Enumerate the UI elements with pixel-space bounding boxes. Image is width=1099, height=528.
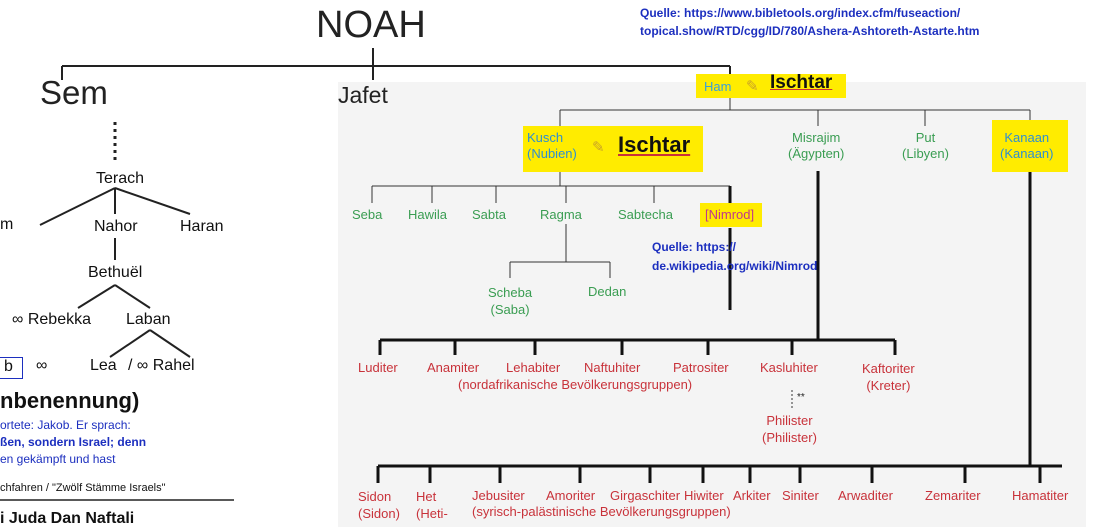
terach-label: Terach: [96, 170, 145, 187]
kanaan-son-het: Het (Heti-: [416, 489, 448, 521]
kusch-son-sabta: Sabta: [472, 207, 506, 222]
nahor-label: Nahor: [94, 218, 138, 235]
jafet-label: Jafet: [338, 82, 388, 108]
jakob-partial-box: b: [0, 357, 23, 379]
misrajim-group-note: (nordafrikanische Bevölkerungsgruppen): [458, 377, 693, 392]
kusch-son-sabtecha: Sabtecha: [618, 207, 673, 222]
misrajim-son-kasluhiter: Kasluhiter: [760, 360, 818, 375]
tribes-row-partial: i Juda Dan Naftali: [0, 510, 135, 527]
misrajim-label: Misrajim (Ägypten): [788, 130, 845, 161]
misrajim-son-luditer: Luditer: [358, 360, 398, 375]
naming-text-3: en gekämpft und hast: [0, 452, 116, 466]
feather-icon: ✎: [746, 78, 759, 95]
kanaan-son-amoriter: Amoriter: [546, 488, 596, 503]
kanaan-son-hiwiter: Hiwiter: [684, 488, 724, 503]
kanaan-son-arkiter: Arkiter: [733, 488, 771, 503]
feather-icon: ✎: [592, 139, 605, 156]
lea-label: Lea: [90, 357, 117, 374]
ragma-son-scheba: Scheba (Saba): [488, 285, 533, 317]
noah-title: NOAH: [316, 4, 426, 46]
nimrod-highlight: [700, 203, 762, 227]
bethuel-label: Bethuël: [88, 264, 143, 281]
philister-label: Philister (Philister): [762, 413, 817, 445]
ham-label: Ham: [704, 79, 732, 94]
kanaan-son-girgaschiter: Girgaschiter: [610, 488, 681, 503]
misrajim-son-naftuhiter: Naftuhiter: [584, 360, 641, 375]
kanaan-son-zemariter: Zemariter: [925, 488, 981, 503]
abram-partial: m: [0, 216, 14, 233]
source-note-nimrod: Quelle: https:// de.wikipedia.org/wiki/N…: [652, 240, 818, 273]
ham-genealogy-panel: [338, 82, 1086, 527]
ham-goddess-label: Ischtar: [770, 72, 833, 93]
rebekka-label: ∞ Rebekka: [12, 311, 91, 328]
kanaan-highlight: [992, 120, 1068, 172]
marriage-symbol: ∞: [36, 357, 48, 374]
misrajim-son-patrositer: Patrositer: [673, 360, 729, 375]
kusch-son-hawila: Hawila: [408, 207, 448, 222]
sem-label: Sem: [40, 74, 108, 111]
ham-highlight: [696, 74, 846, 98]
laban-label: Laban: [126, 311, 171, 328]
kanaan-son-arwaditer: Arwaditer: [838, 488, 893, 503]
kusch-goddess-label: Ischtar: [618, 132, 691, 157]
put-label: Put (Libyen): [902, 130, 949, 161]
kusch-son-seba: Seba: [352, 207, 383, 222]
asterisk-note: **: [797, 392, 805, 403]
ragma-son-dedan: Dedan: [588, 284, 627, 299]
naming-text-2: ßen, sondern Israel; denn: [0, 435, 147, 449]
naming-heading: nbenennung): [0, 388, 140, 413]
kanaan-son-jebusiter: Jebusiter: [472, 488, 525, 503]
source-note-top: Quelle: https://www.bibletools.org/index…: [640, 6, 980, 38]
haran-label: Haran: [180, 218, 224, 235]
kanaan-son-sidon: Sidon (Sidon): [358, 489, 400, 521]
kusch-label: Kusch (Nubien): [527, 130, 577, 161]
misrajim-son-kaftoriter: Kaftoriter (Kreter): [862, 361, 915, 393]
kanaan-son-siniter: Siniter: [782, 488, 819, 503]
rahel-label: / ∞ Rahel: [128, 357, 195, 374]
kusch-son-ragma: Ragma: [540, 207, 582, 222]
kanaan-group-note: (syrisch-palästinische Bevölkerungsgrupp…: [472, 504, 731, 519]
misrajim-son-anamiter: Anamiter: [427, 360, 480, 375]
misrajim-son-lehabiter: Lehabiter: [506, 360, 561, 375]
naming-text-4: chfahren / "Zwölf Stämme Israels": [0, 482, 166, 494]
kusch-highlight: [523, 126, 703, 172]
naming-text-1: ortete: Jakob. Er sprach:: [0, 418, 131, 432]
kusch-son-nimrod: [Nimrod]: [705, 207, 755, 222]
jakob-partial: b: [4, 358, 13, 375]
kanaan-label: Kanaan (Kanaan): [1000, 130, 1054, 161]
kanaan-son-hamatiter: Hamatiter: [1012, 488, 1069, 503]
